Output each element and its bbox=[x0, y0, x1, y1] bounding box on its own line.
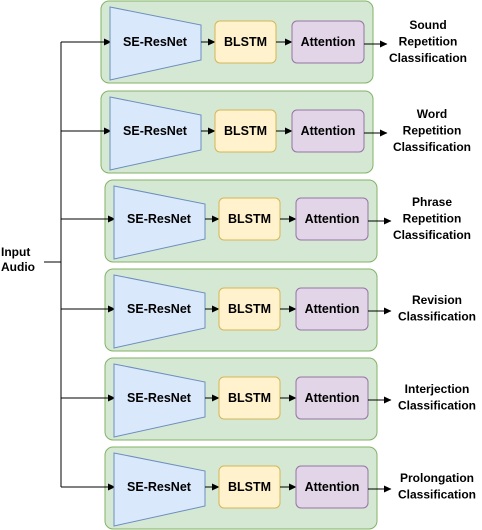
attention-label: Attention bbox=[301, 124, 356, 138]
attention-label: Attention bbox=[301, 35, 356, 49]
attention-label: Attention bbox=[305, 480, 360, 494]
attention-block bbox=[291, 109, 365, 153]
attention-block bbox=[295, 465, 369, 509]
se-resnet-block bbox=[113, 274, 206, 349]
output-label-line: Prolongation bbox=[400, 471, 474, 485]
se-resnet-block bbox=[113, 185, 206, 260]
input-label-line-1: Input bbox=[1, 245, 30, 259]
output-label-line: Phrase bbox=[412, 195, 452, 209]
blstm-label: BLSTM bbox=[228, 391, 271, 405]
input-label: Input Audio bbox=[1, 245, 35, 274]
output-label-line: Classification bbox=[398, 488, 476, 502]
attention-label: Attention bbox=[305, 212, 360, 226]
output-label-line: Repetition bbox=[403, 124, 462, 138]
output-label-line: Sound bbox=[409, 18, 446, 32]
blstm-label: BLSTM bbox=[224, 124, 267, 138]
se-resnet-block bbox=[109, 96, 202, 171]
se-resnet-label: SE-ResNet bbox=[127, 391, 192, 405]
se-resnet-block bbox=[109, 6, 202, 81]
se-resnet-label: SE-ResNet bbox=[123, 124, 188, 138]
se-resnet-block bbox=[113, 363, 206, 438]
se-resnet-label: SE-ResNet bbox=[127, 302, 192, 316]
output-label-line: Classification bbox=[393, 140, 471, 154]
se-resnet-label: SE-ResNet bbox=[123, 35, 188, 49]
blstm-label: BLSTM bbox=[228, 480, 271, 494]
attention-label: Attention bbox=[305, 391, 360, 405]
blstm-label: BLSTM bbox=[224, 35, 267, 49]
attention-block bbox=[295, 287, 369, 331]
output-label-line: Word bbox=[417, 107, 447, 121]
attention-label: Attention bbox=[305, 302, 360, 316]
se-resnet-label: SE-ResNet bbox=[127, 480, 192, 494]
output-label-line: Classification bbox=[389, 51, 467, 65]
input-label-line-2: Audio bbox=[1, 260, 35, 274]
se-resnet-label: SE-ResNet bbox=[127, 212, 192, 226]
output-label-line: Classification bbox=[393, 228, 471, 242]
attention-block bbox=[295, 197, 369, 241]
output-label-line: Classification bbox=[398, 399, 476, 413]
output-label-line: Classification bbox=[398, 310, 476, 324]
output-label-line: Revision bbox=[412, 293, 462, 307]
output-label-line: Repetition bbox=[403, 212, 462, 226]
blstm-label: BLSTM bbox=[228, 302, 271, 316]
blstm-label: BLSTM bbox=[228, 212, 271, 226]
output-label-line: Repetition bbox=[399, 35, 458, 49]
attention-block bbox=[295, 376, 369, 420]
output-label-line: Interjection bbox=[405, 382, 470, 396]
attention-block bbox=[291, 20, 365, 64]
se-resnet-block bbox=[113, 452, 206, 527]
